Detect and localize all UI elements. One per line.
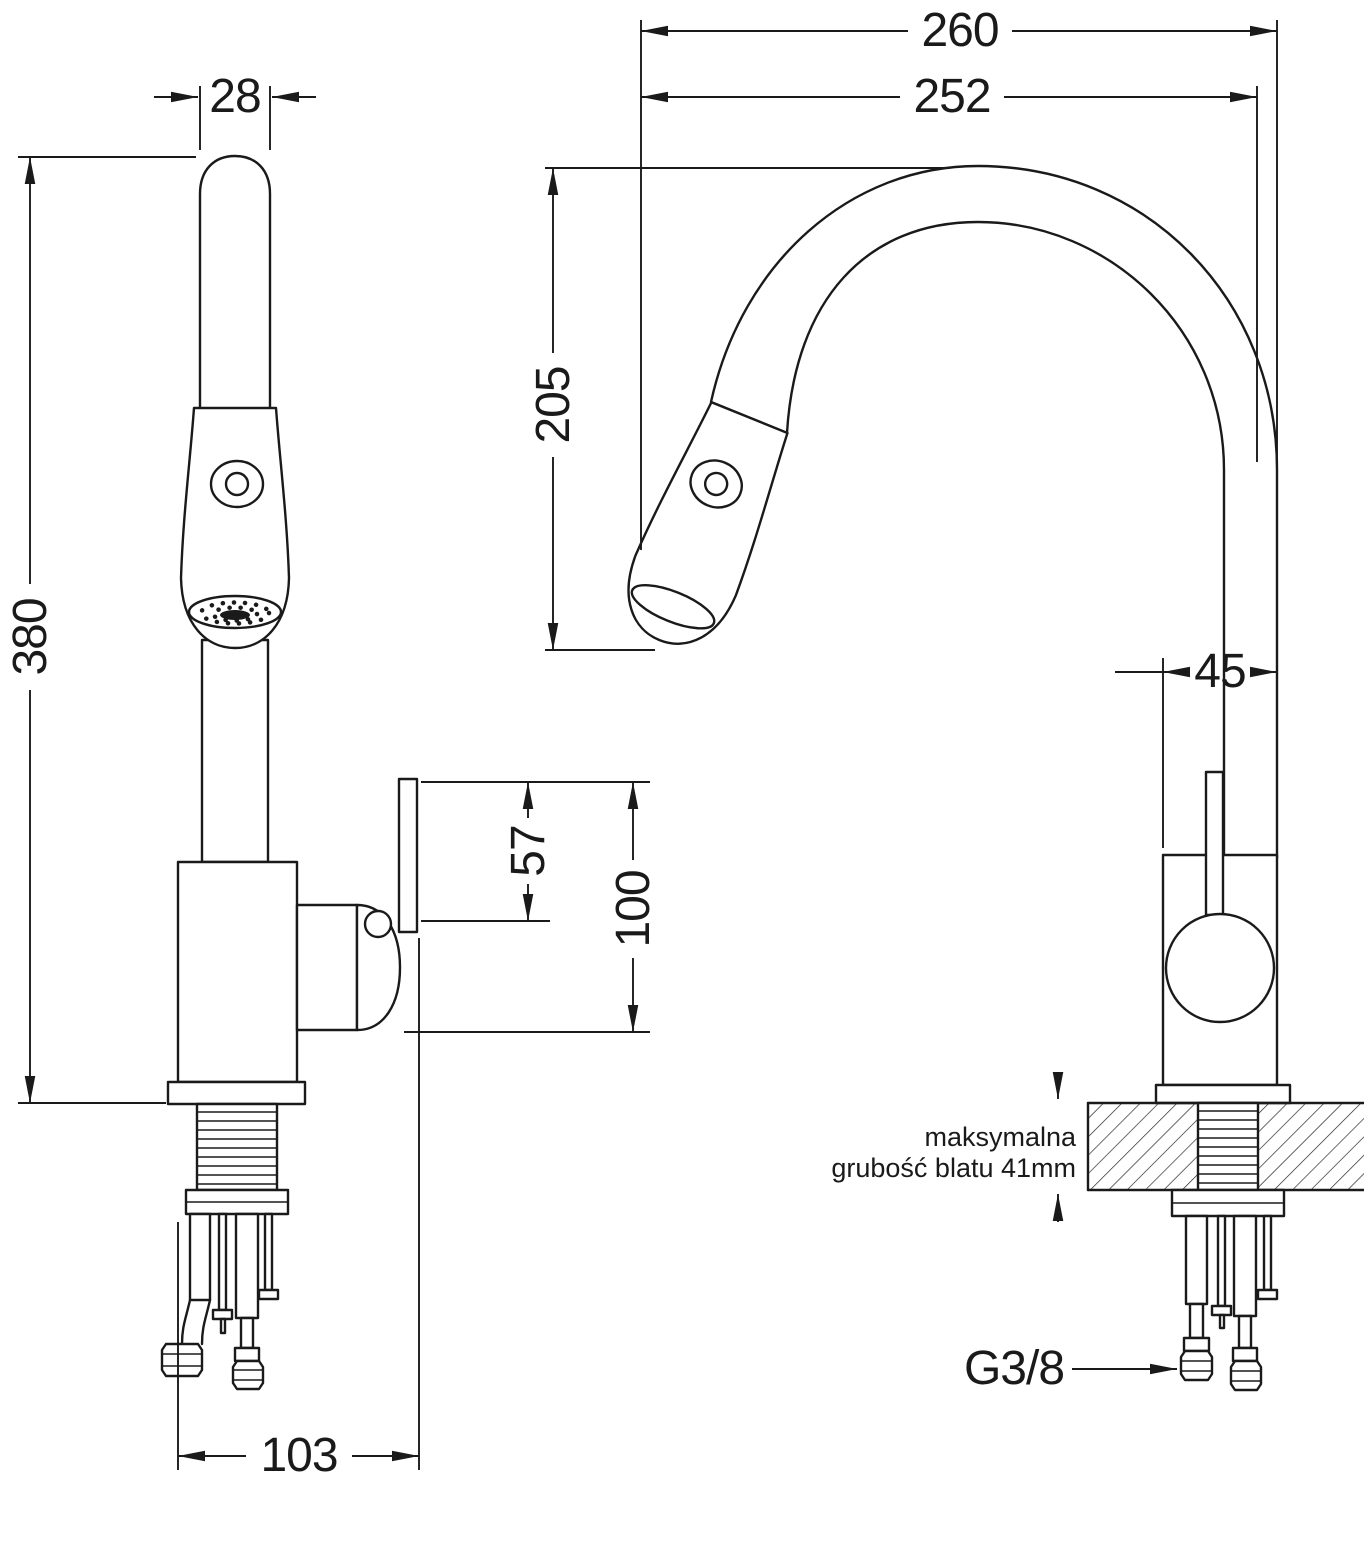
countertop-note-line1: maksymalna xyxy=(924,1122,1077,1152)
hose-side-left-nut xyxy=(1179,1349,1214,1382)
front-view xyxy=(160,154,419,1391)
supply-hose-right xyxy=(234,1212,260,1320)
aerator-rim-side xyxy=(630,583,716,630)
supply-hose-left xyxy=(188,1212,212,1302)
supply-hose-right-narrow xyxy=(239,1316,255,1350)
dim-28-label: 28 xyxy=(209,70,260,123)
threaded-shank-front xyxy=(195,1102,279,1192)
hose-side-right-nut-lines xyxy=(1231,1370,1261,1382)
dimension-205: 205 xyxy=(527,167,950,651)
dim-260-label: 260 xyxy=(921,4,998,57)
supply-hose-right-fitting xyxy=(233,1346,261,1363)
faucet-body-front xyxy=(176,860,299,1084)
supply-hoses-side xyxy=(1179,1214,1279,1392)
spray-head-side xyxy=(627,401,789,645)
stud-side-mid xyxy=(1216,1214,1227,1308)
dimension-28: 28 xyxy=(154,70,316,150)
dim-57-label: 57 xyxy=(502,825,555,876)
stud-left-washer xyxy=(211,1308,234,1321)
thread-size-callout: G3/8 xyxy=(964,1342,1177,1395)
shank-threads-side xyxy=(1198,1110,1258,1184)
dimension-100: 100 xyxy=(404,782,660,1033)
thread-size-label: G3/8 xyxy=(964,1342,1064,1395)
hose-side-right-nut xyxy=(1229,1359,1263,1392)
hose-side-right-fitting xyxy=(1231,1346,1259,1363)
spray-button-side-center xyxy=(703,471,729,497)
shank-threads-front xyxy=(197,1111,277,1185)
countertop-note-line2: grubość blatu 41mm xyxy=(831,1153,1076,1183)
aerator-slot xyxy=(220,610,250,620)
dim-100-label: 100 xyxy=(607,870,660,947)
hose-right-nut-lines xyxy=(233,1369,263,1381)
handle-hub-front xyxy=(295,903,359,1032)
stud-left-tip xyxy=(219,1317,227,1335)
base-flange-side xyxy=(1154,1083,1292,1105)
side-view xyxy=(627,164,1364,1392)
aerator-dot-ring-outer xyxy=(198,600,272,626)
supply-hose-right-nut xyxy=(231,1359,265,1391)
spout-tube-front xyxy=(198,154,272,414)
dimension-380: 380 xyxy=(4,156,196,1104)
supply-hoses-front xyxy=(160,1212,280,1391)
spout-lower-tube-front xyxy=(200,638,270,864)
dimension-260: 260 xyxy=(640,4,1278,550)
hose-left-nut-lines xyxy=(162,1353,202,1367)
handle-pivot-side xyxy=(1164,912,1276,1024)
supply-hose-left-bend xyxy=(180,1298,212,1346)
handle-lever-front xyxy=(397,777,419,934)
stud-side-right-washer xyxy=(1256,1288,1279,1301)
aerator-dot-ring-inner xyxy=(210,605,260,623)
dim-45-label: 45 xyxy=(1194,645,1245,698)
hose-side-right xyxy=(1232,1214,1258,1318)
gooseneck-spout xyxy=(709,164,1279,860)
supply-hose-left-nut xyxy=(160,1342,204,1378)
hose-side-right-narrow xyxy=(1237,1314,1253,1350)
dim-380-label: 380 xyxy=(4,598,57,675)
dim-205-label: 205 xyxy=(527,366,580,443)
mounting-stud-left xyxy=(217,1212,228,1312)
dim-252-label: 252 xyxy=(913,70,990,123)
hose-side-left xyxy=(1184,1214,1209,1306)
base-flange-front xyxy=(166,1080,307,1106)
hose-side-left-nut-lines xyxy=(1181,1360,1212,1372)
dimension-103: 103 xyxy=(177,938,420,1482)
stud-side-right xyxy=(1262,1214,1273,1292)
dimension-57: 57 xyxy=(421,781,650,922)
dimension-45: 45 xyxy=(1115,645,1277,848)
dimension-252: 252 xyxy=(641,70,1258,462)
handle-pivot-front xyxy=(363,909,393,939)
mounting-stud-right xyxy=(263,1212,274,1292)
countertop-thickness-note: maksymalna grubość blatu 41mm xyxy=(831,1071,1077,1222)
hose-side-left-narrow xyxy=(1188,1302,1205,1340)
stud-side-mid-washer xyxy=(1210,1304,1233,1317)
spray-button-center xyxy=(224,471,250,497)
spray-head-front xyxy=(179,406,291,650)
stud-right-washer xyxy=(257,1288,280,1301)
handle-lever-side xyxy=(1204,770,1225,917)
dim-103-label: 103 xyxy=(260,1429,337,1482)
hose-side-left-fitting xyxy=(1182,1336,1211,1353)
spray-head-side-outline xyxy=(627,401,789,645)
stud-side-mid-tip xyxy=(1218,1313,1226,1330)
